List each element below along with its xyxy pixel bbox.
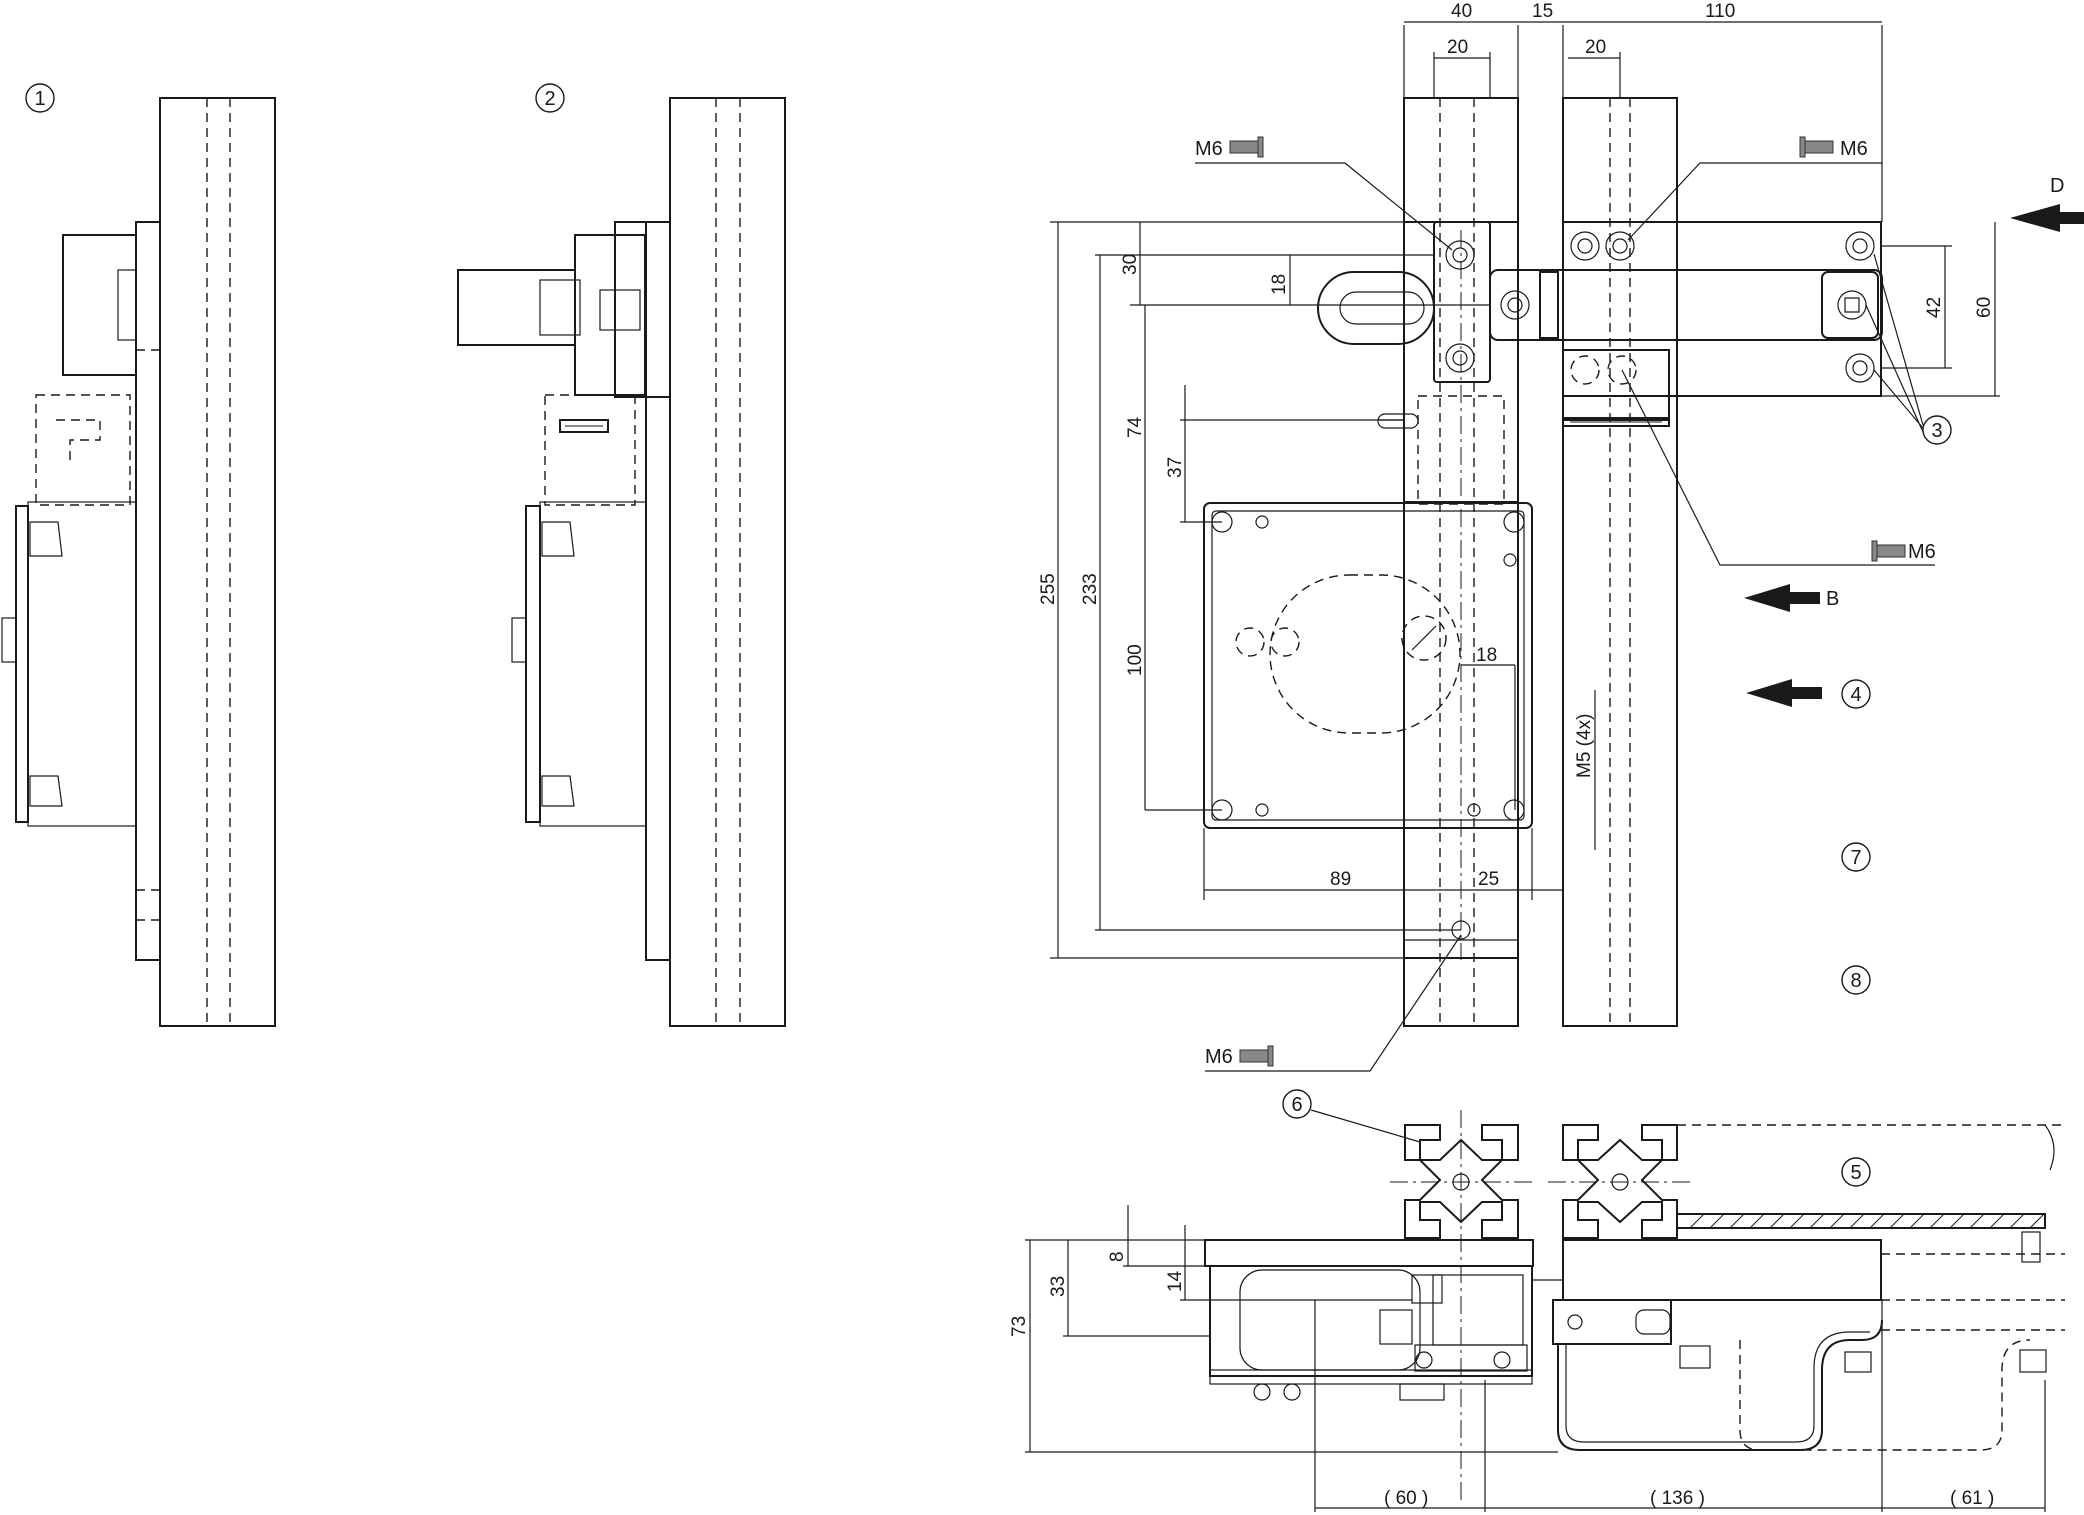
bottom-view: 6 (1009, 1089, 2065, 1512)
dim-20-left: 20 (1447, 37, 1468, 58)
front-view (1203, 97, 1883, 1027)
dim-42: 42 (1924, 297, 1945, 318)
dim-255: 255 (1038, 573, 1059, 605)
callout-3: 3 (1922, 415, 1952, 445)
dim-8: 8 (1107, 1251, 1128, 1262)
screw-icon (1239, 1049, 1269, 1063)
callout-6: 6 (1282, 1089, 1312, 1119)
side-view-1: 1 (1, 83, 276, 1027)
svg-text:3: 3 (1931, 420, 1942, 442)
profile-right-front (1562, 97, 1678, 1027)
dim-110: 110 (1705, 1, 1735, 22)
screw-label-middle-right: M6 (1908, 541, 1936, 563)
callouts-right: 3 D B 4 7 8 5 (1744, 175, 2084, 1187)
arrow-4-icon (1746, 679, 1822, 707)
actuator-housing-1 (62, 234, 137, 376)
svg-text:7: 7 (1850, 847, 1861, 869)
callout-8: 8 (1841, 965, 1871, 995)
side-view-2: 2 (457, 83, 786, 1027)
switch-body-2 (539, 501, 647, 827)
arrow-b-icon (1744, 584, 1820, 612)
screw-icon (1804, 140, 1834, 154)
screw-label-bottom: M6 (1205, 1046, 1233, 1068)
svg-text:1: 1 (34, 88, 45, 110)
door-hatching (1689, 1213, 2045, 1229)
arrow-label-d: D (2050, 175, 2064, 197)
profile-left-front (1403, 97, 1519, 1027)
dim-20-right: 20 (1585, 37, 1606, 58)
dim-233: 233 (1080, 573, 1101, 605)
switch-body-1 (27, 501, 137, 827)
dim-60-bottom: ( 60 ) (1384, 1488, 1428, 1509)
screw-labels: M6 M6 M6 M6 (1195, 136, 1936, 1072)
dim-m5-thread: M5 (4x) (1574, 714, 1595, 778)
base-plate-bottom (1204, 1239, 1534, 1267)
mounting-plate-1 (135, 221, 161, 961)
arrow-label-b: B (1826, 588, 1839, 610)
dim-73: 73 (1009, 1316, 1030, 1337)
dim-33: 33 (1048, 1276, 1069, 1297)
dimensions-front: 40 15 110 20 20 255 233 30 18 74 37 100 (1038, 1, 2000, 959)
dim-37: 37 (1165, 457, 1186, 478)
dim-136-bottom: ( 136 ) (1650, 1488, 1705, 1509)
callout-view-1: 1 (25, 83, 55, 113)
svg-text:4: 4 (1850, 684, 1861, 706)
screw-icon (1229, 140, 1259, 154)
svg-text:8: 8 (1850, 970, 1861, 992)
dim-25: 25 (1478, 869, 1499, 890)
callout-7: 7 (1841, 842, 1871, 872)
callout-4: 4 (1841, 679, 1871, 709)
dim-74: 74 (1125, 416, 1146, 438)
door-panel (1676, 1213, 2046, 1229)
arrow-d-icon (2010, 204, 2084, 232)
dim-89: 89 (1330, 869, 1351, 890)
dim-40: 40 (1451, 1, 1472, 22)
dim-60: 60 (1974, 297, 1995, 318)
dim-15: 15 (1532, 1, 1553, 22)
switch-housing-front (1203, 502, 1533, 829)
dim-30: 30 (1120, 254, 1141, 275)
bracket-block-2 (574, 234, 646, 396)
dim-18-hole: 18 (1476, 645, 1497, 666)
mounting-plate-2 (645, 221, 671, 961)
profile-section-right (1548, 1124, 1690, 1239)
svg-text:6: 6 (1291, 1094, 1302, 1116)
upper-bracket-right (1562, 221, 1882, 397)
profile-rail-2 (669, 97, 786, 1027)
callout-view-2: 2 (535, 83, 565, 113)
dim-100: 100 (1125, 644, 1146, 676)
callout-5: 5 (1841, 1157, 1871, 1187)
dim-18-top: 18 (1269, 274, 1290, 295)
profile-rail-1 (159, 97, 276, 1027)
svg-text:2: 2 (544, 88, 555, 110)
svg-text:5: 5 (1850, 1162, 1861, 1184)
latch-block-bottom (1562, 1239, 1882, 1301)
screw-icon (1876, 544, 1906, 558)
screw-label-top-left: M6 (1195, 138, 1223, 160)
latch-bar (1489, 269, 1883, 341)
dim-14: 14 (1165, 1270, 1186, 1292)
screw-label-top-right: M6 (1840, 138, 1868, 160)
handle (1557, 1319, 1883, 1451)
dim-61-bottom: ( 61 ) (1950, 1488, 1994, 1509)
actuator-bolt-2 (457, 269, 576, 346)
